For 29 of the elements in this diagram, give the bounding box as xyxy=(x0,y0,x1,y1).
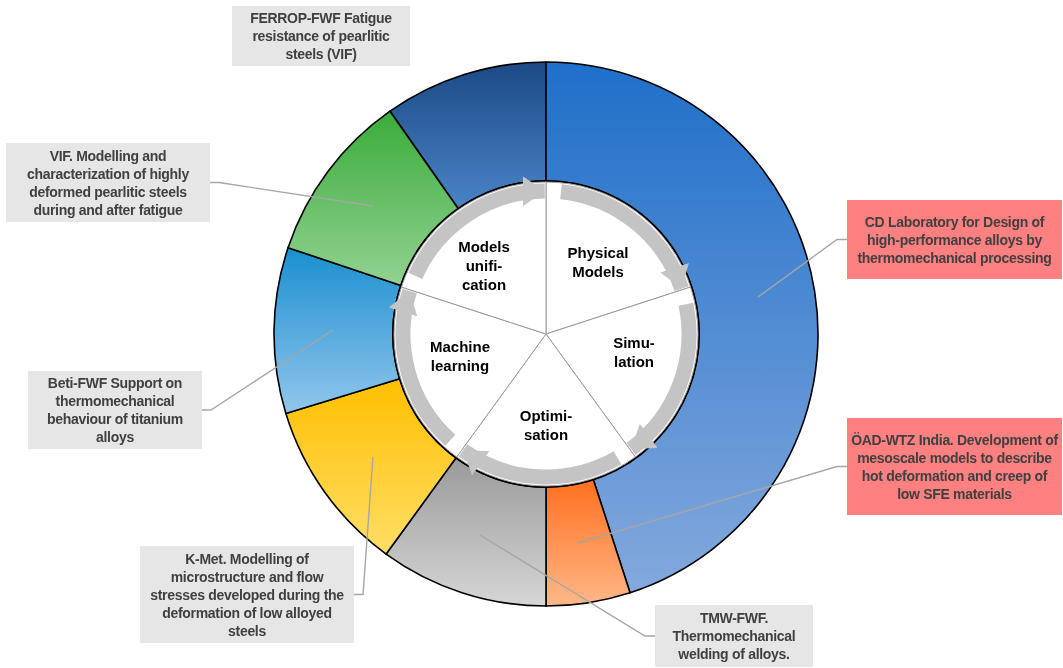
sector-label: Machine learning xyxy=(429,337,491,375)
sector-label: Models unifi- cation xyxy=(457,236,511,294)
callout-text: Beti-FWF Support on thermomechanical behaviour of titanium alloys xyxy=(45,374,184,446)
cycle-arrow xyxy=(626,303,697,455)
callout-text: CD Laboratory for Design of high-performance alloys by thermomechanical processing xyxy=(856,212,1053,267)
sector-label: Optimi- sation xyxy=(518,406,574,444)
callout-text: TMW-FWF. Thermomechanical welding of alloys. xyxy=(671,609,797,663)
leader-line xyxy=(209,181,374,207)
callout-box xyxy=(232,6,410,66)
callout-text: VIF. Modelling and characterization of highly deformed pearlitic steels during and after fatigue xyxy=(26,146,190,219)
callout-box xyxy=(847,418,1062,515)
sector-label: Physical Models xyxy=(566,243,630,281)
leader-line xyxy=(757,238,848,298)
leader-line xyxy=(577,465,848,544)
leader-line xyxy=(479,534,656,637)
callout-text: FERROP-FWF Fatigue resistance of pearlitic steels (VIF) xyxy=(249,9,393,63)
cycle-arrow xyxy=(389,289,456,446)
leader-line xyxy=(201,329,334,411)
cycle-arrow xyxy=(459,444,621,485)
callout-text: ÖAD-WTZ India. Development of mesoscale models to describe hot deformation and creep of low SFE materials xyxy=(851,430,1058,503)
sector-label: Simu- lation xyxy=(612,333,656,371)
callout-box xyxy=(847,200,1062,279)
callout-text: K-Met. Modelling of microstructure and flow stresses developed during the deformation of low alloyed steels xyxy=(149,549,345,640)
callout-box xyxy=(6,143,210,222)
callout-box xyxy=(28,371,202,449)
callout-box xyxy=(655,605,813,667)
cycle-arrow xyxy=(559,184,689,292)
leader-line xyxy=(353,456,374,596)
cycle-arrow xyxy=(408,177,546,280)
